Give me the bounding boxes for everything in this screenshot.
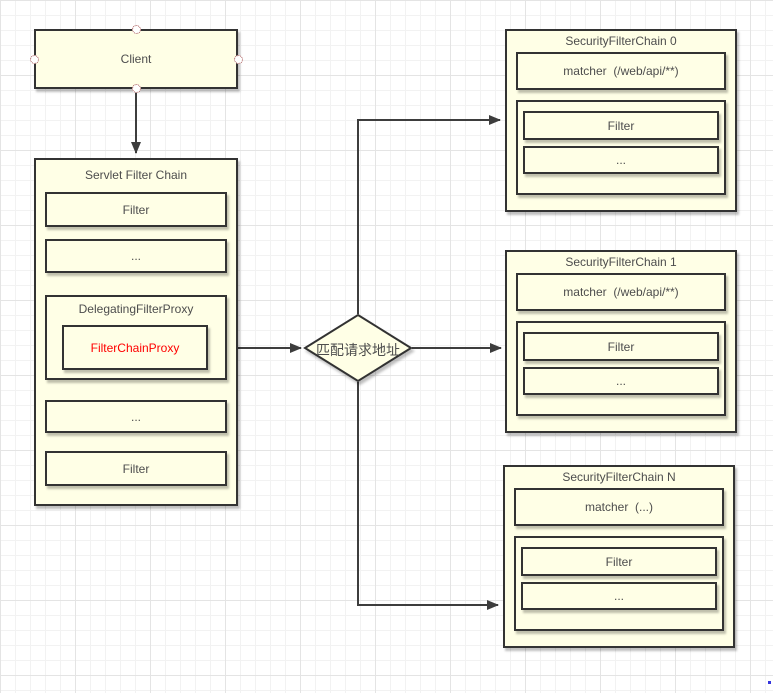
dots-label: ... bbox=[130, 249, 141, 263]
chain-n-matcher-node[interactable]: matcher (...) bbox=[514, 488, 724, 526]
filter-label: Filter bbox=[605, 554, 633, 569]
chain-1-matcher-node[interactable]: matcher (/web/api/**) bbox=[516, 273, 726, 311]
dots-label: ... bbox=[613, 589, 624, 603]
chain-0-filter-node[interactable]: Filter bbox=[523, 111, 719, 140]
security-filter-chain-0-title: SecurityFilterChain 0 bbox=[565, 34, 677, 48]
servlet-dots-bottom-node[interactable]: ... bbox=[45, 400, 227, 433]
connection-point-bottom[interactable] bbox=[132, 84, 141, 93]
edge-decision-to-chain-0[interactable] bbox=[357, 115, 501, 314]
filter-chain-proxy-node[interactable]: FilterChainProxy bbox=[62, 325, 208, 370]
security-filter-chain-1-title: SecurityFilterChain 1 bbox=[565, 255, 677, 269]
chain-n-filter-node[interactable]: Filter bbox=[521, 547, 717, 576]
filter-label: Filter bbox=[607, 339, 635, 354]
dots-label: ... bbox=[615, 374, 626, 388]
servlet-filter-chain-title: Servlet Filter Chain bbox=[84, 168, 188, 182]
chain-1-filter-node[interactable]: Filter bbox=[523, 332, 719, 361]
servlet-filter-bottom-node[interactable]: Filter bbox=[45, 451, 227, 486]
matcher-label: matcher (...) bbox=[584, 500, 653, 514]
matcher-label: matcher (/web/api/**) bbox=[563, 285, 679, 299]
chain-1-dots-node[interactable]: ... bbox=[523, 367, 719, 395]
connection-point-left[interactable] bbox=[30, 55, 39, 64]
delegating-filter-proxy-title: DelegatingFilterProxy bbox=[78, 302, 194, 316]
client-label: Client bbox=[120, 52, 152, 66]
chain-0-matcher-node[interactable]: matcher (/web/api/**) bbox=[516, 52, 726, 90]
security-filter-chain-n-title: SecurityFilterChain N bbox=[562, 470, 676, 484]
connection-point-right[interactable] bbox=[234, 55, 243, 64]
chain-0-dots-node[interactable]: ... bbox=[523, 146, 719, 174]
servlet-dots-top-node[interactable]: ... bbox=[45, 239, 227, 273]
connection-point-top[interactable] bbox=[132, 25, 141, 34]
dots-label: ... bbox=[130, 409, 141, 424]
servlet-filter-top-node[interactable]: Filter bbox=[45, 192, 227, 227]
dots-label: ... bbox=[615, 153, 626, 167]
decision-label: 匹配请求地址 bbox=[316, 342, 400, 358]
filter-label: Filter bbox=[122, 461, 150, 476]
edge-decision-to-chain-n[interactable] bbox=[357, 382, 499, 610]
filter-label: Filter bbox=[607, 118, 635, 133]
stray-dot bbox=[768, 681, 771, 684]
filter-label: Filter bbox=[122, 202, 150, 217]
chain-n-dots-node[interactable]: ... bbox=[521, 582, 717, 610]
filter-chain-proxy-label: FilterChainProxy bbox=[90, 340, 180, 355]
matcher-label: matcher (/web/api/**) bbox=[563, 64, 679, 78]
client-node[interactable]: Client bbox=[34, 29, 238, 89]
